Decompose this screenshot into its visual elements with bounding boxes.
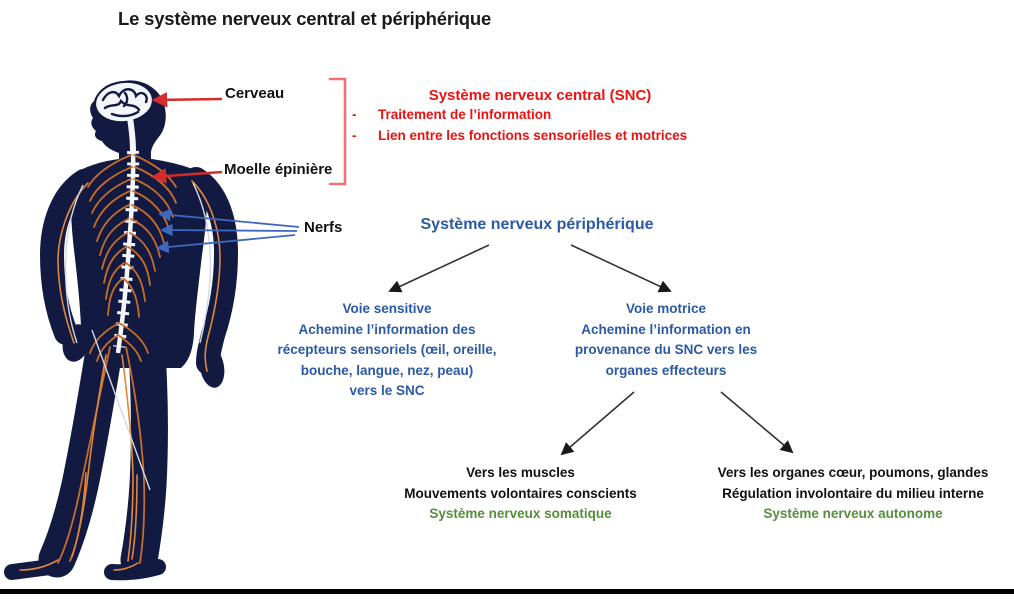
bullet-dash: - [352,128,357,143]
voie-motrice-line: provenance du SNC vers les [574,342,758,357]
voie-sensitive-line: vers le SNC [349,383,425,398]
voie-sensitive-line: Achemine l’information des [298,321,476,337]
motrice-branch-arrows [560,391,794,456]
arm-separation-lines [64,182,212,491]
snp-branch-arrows [388,244,672,293]
voie-sensitive-title: Voie sensitive [342,301,432,316]
snc-bullet-1: - Traitement de l’information [352,107,551,122]
page-title: Le système nerveux central et périphériq… [118,8,492,29]
voie-motrice-block: Voie motrice Achemine l’information en p… [537,299,795,381]
voie-motrice-line: organes effecteurs [605,362,727,378]
voie-motrice-title: Voie motrice [625,301,707,316]
voie-sensitive-line: récepteurs sensoriels (œil, oreille, [277,342,497,357]
somatique-line: Vers les muscles [466,465,575,480]
snc-heading: Système nerveux central (SNC) [428,87,652,104]
label-nerfs: Nerfs [304,219,343,236]
autonome-highlight: Système nerveux autonome [763,506,943,521]
label-cerveau: Cerveau [225,85,285,102]
voie-motrice-line: Achemine l’information en [581,321,751,337]
left-hand [62,324,90,362]
somatique-block: Vers les muscles Mouvements volontaires … [388,463,653,525]
autonome-line: Vers les organes cœur, poumons, glandes [717,465,989,480]
nerve-network-graphic [57,154,177,564]
torso-silhouette [70,159,207,368]
autonome-block: Vers les organes cœur, poumons, glandes … [703,463,1003,525]
snc-bullet-2: - Lien entre les fonctions sensorielles e… [352,128,687,143]
brain-graphic [96,82,152,152]
human-body-nervous-system-illustration [4,80,238,581]
label-moelle-epiniere: Moelle épinière [224,161,333,178]
snp-heading: Système nerveux périphérique [420,216,654,233]
autonome-line: Régulation involontaire du milieu intern… [722,485,984,501]
voie-sensitive-block: Voie sensitive Achemine l’information de… [257,299,517,402]
bottom-border-line [0,589,1014,594]
somatique-line: Mouvements volontaires conscients [404,485,637,501]
bullet-dash: - [352,107,357,122]
voie-sensitive-line: bouche, langue, nez, peau) [300,362,474,378]
snc-bullet-1-text: Traitement de l’information [378,107,552,122]
snc-bullet-2-text: Lien entre les fonctions sensorielles et… [378,128,688,143]
somatique-highlight: Système nerveux somatique [429,506,612,521]
